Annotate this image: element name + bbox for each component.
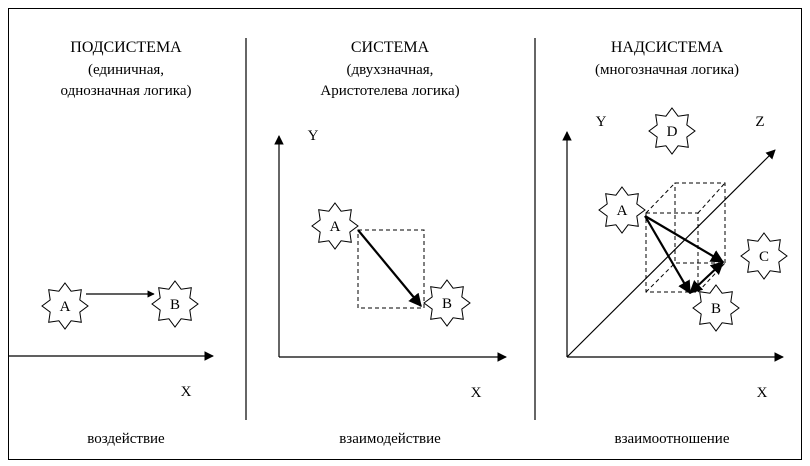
panel-3-title: НАДСИСТЕМА <box>611 39 724 56</box>
panel-2-node-a: A <box>311 202 359 250</box>
panel-2-projection-box <box>357 229 425 309</box>
panel-2-arrow-a-b <box>357 229 422 308</box>
svg-text:B: B <box>170 297 180 313</box>
svg-text:D: D <box>667 124 678 140</box>
panel-2-subtitle-2: Аристотелева логика) <box>320 83 459 99</box>
panel-1-subtitle-2: однозначная логика) <box>61 83 192 99</box>
panel-2-node-b: B <box>423 279 471 327</box>
svg-text:B: B <box>442 296 452 312</box>
panel-3-node-c: C <box>740 232 788 280</box>
panel-3-node-a: A <box>598 186 646 234</box>
panel-1-title: ПОДСИСТЕМА <box>70 39 182 56</box>
panel-3-y-label: Y <box>596 114 607 130</box>
panel-system: СИСТЕМА (двухзначная, Аристотелева логик… <box>274 39 507 447</box>
panel-2-x-label: X <box>471 385 482 401</box>
panel-1-subtitle-1: (единичная, <box>88 62 164 78</box>
panel-3-arrow-b-c <box>689 261 724 294</box>
panel-3-arrow-a-b <box>644 215 691 295</box>
panel-2-caption: взаимодействие <box>339 431 441 447</box>
panel-2-subtitle-1: (двухзначная, <box>347 62 434 78</box>
panel-supersystem: НАДСИСТЕМА (многозначная логика) Y Z X A… <box>562 39 788 447</box>
panel-2-title: СИСТЕМА <box>351 39 430 56</box>
panel-3-subtitle-1: (многозначная логика) <box>595 62 739 78</box>
panel-1-node-b: B <box>151 280 199 328</box>
svg-text:A: A <box>330 219 341 235</box>
diagram-frame <box>8 8 802 460</box>
svg-text:C: C <box>759 249 769 265</box>
svg-text:B: B <box>711 301 721 317</box>
panel-3-x-label: X <box>757 385 768 401</box>
panel-1-node-a: A <box>41 282 89 330</box>
panel-1-caption: воздействие <box>87 431 165 447</box>
panel-subsystem: ПОДСИСТЕМА (единичная, однозначная логик… <box>8 39 214 447</box>
panel-3-z-axis <box>566 149 776 358</box>
panel-3-caption: взаимоотношение <box>615 431 730 447</box>
panel-3-arrow-a-c <box>644 215 725 263</box>
panel-3-z-label: Z <box>755 114 764 130</box>
panel-3-node-d: D <box>648 107 696 155</box>
panel-1-x-label: X <box>181 384 192 400</box>
svg-text:A: A <box>60 299 71 315</box>
panel-3-node-b: B <box>692 284 740 332</box>
svg-text:A: A <box>617 203 628 219</box>
panel-2-y-label: Y <box>308 128 319 144</box>
